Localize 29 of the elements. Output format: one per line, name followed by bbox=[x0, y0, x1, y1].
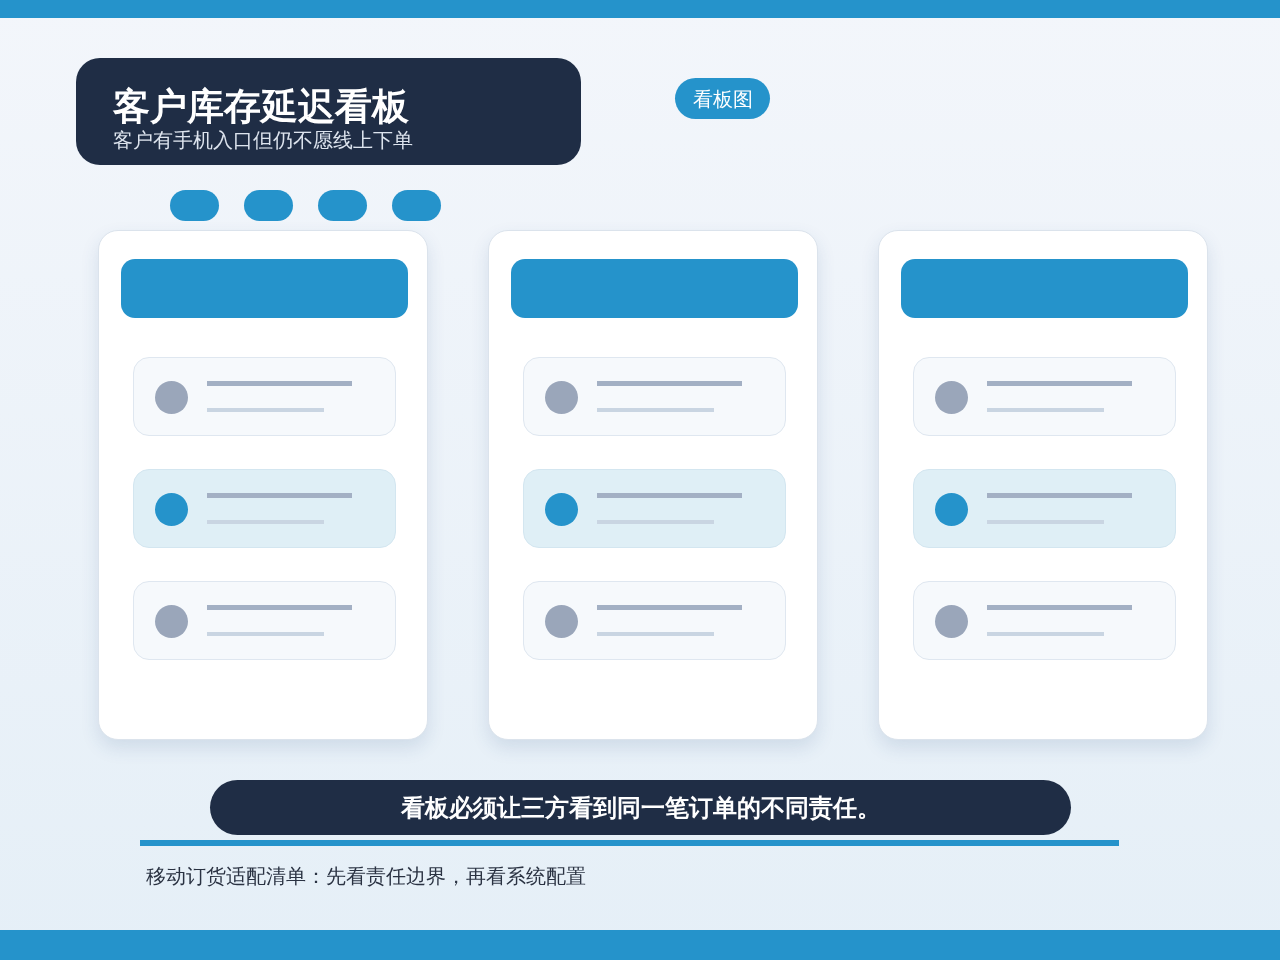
bottom-band bbox=[0, 930, 1280, 960]
tag-label: 看板图 bbox=[692, 86, 753, 111]
kanban-column bbox=[878, 230, 1208, 740]
filter-chip bbox=[244, 190, 293, 221]
task-card bbox=[133, 469, 396, 548]
task-card bbox=[523, 357, 786, 436]
title-card bbox=[76, 58, 581, 165]
column-header-bar bbox=[121, 259, 408, 318]
filter-chip bbox=[392, 190, 441, 221]
task-card bbox=[913, 357, 1176, 436]
subtitle: 客户有手机入口但仍不愿线上下单 bbox=[113, 128, 413, 152]
filter-chip bbox=[318, 190, 367, 221]
task-card bbox=[913, 469, 1176, 548]
kanban-column bbox=[98, 230, 428, 740]
title: 客户库存延迟看板 bbox=[113, 86, 409, 128]
tag-pill bbox=[675, 78, 770, 119]
column-header-bar bbox=[511, 259, 798, 318]
kanban-column bbox=[488, 230, 818, 740]
task-card bbox=[523, 581, 786, 660]
banner-text: 看板必须让三方看到同一笔订单的不同责任。 bbox=[400, 793, 881, 822]
task-card bbox=[133, 357, 396, 436]
task-card bbox=[523, 469, 786, 548]
top-band bbox=[0, 0, 1280, 18]
footnote: 移动订货适配清单：先看责任边界，再看系统配置 bbox=[146, 863, 586, 890]
summary-banner bbox=[210, 780, 1071, 835]
filter-chip bbox=[170, 190, 219, 221]
column-header-bar bbox=[901, 259, 1188, 318]
task-card bbox=[133, 581, 396, 660]
task-card bbox=[913, 581, 1176, 660]
